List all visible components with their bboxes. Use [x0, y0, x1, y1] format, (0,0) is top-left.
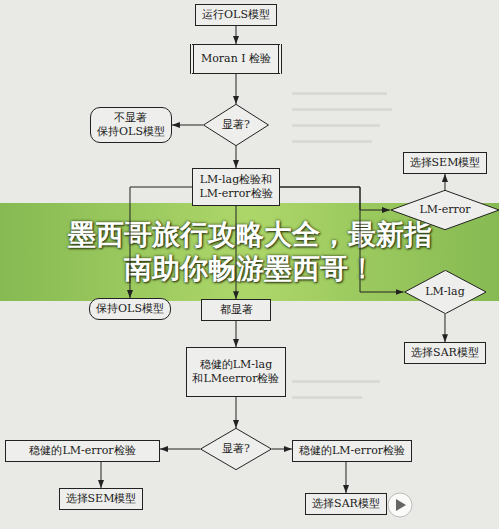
faint-print [292, 124, 380, 127]
flow-arrow [130, 187, 192, 298]
process-box: Moran I 检验 [190, 44, 282, 74]
flow-arrow [172, 125, 203, 126]
faint-print [292, 108, 392, 111]
flow-arrow [345, 462, 346, 493]
node-label: Moran I 检验 [201, 52, 271, 66]
flow-arrow [444, 314, 445, 342]
flow-arrow [236, 206, 237, 299]
diamond-shape [404, 270, 485, 313]
process-box: 选择SEM模型 [403, 152, 488, 174]
node-label: 显著? [222, 442, 250, 456]
node-label: 保持OLS模型 [96, 302, 164, 316]
process-box: 稳健的LM-error检验 [5, 440, 160, 462]
process-box: 选择SAR模型 [305, 493, 387, 515]
flow-arrow [280, 187, 390, 210]
process-box: 选择SEM模型 [59, 488, 144, 510]
diamond-shape [204, 104, 269, 145]
node-label: LM-lag检验和 LM-error检验 [197, 173, 275, 201]
flow-arrow [236, 74, 237, 104]
node-label: 不显著 保持OLS模型 [95, 111, 167, 139]
node-label: 稳健的LM-error检验 [299, 444, 405, 458]
process-box: 选择SAR模型 [404, 342, 486, 364]
flow-arrow [236, 397, 237, 428]
decision-diamond: LM-error [390, 190, 499, 230]
node-label: 选择SEM模型 [66, 492, 137, 506]
diamond-shape [391, 190, 499, 229]
terminal-box: 不显著 保持OLS模型 [90, 107, 172, 143]
faint-print [292, 380, 380, 383]
node-label: 运行OLS模型 [202, 8, 270, 22]
play-icon [388, 493, 412, 517]
decision-diamond: LM-lag [404, 270, 487, 314]
flow-arrow [236, 146, 237, 168]
process-box: 都显著 [201, 299, 271, 321]
node-label: 选择SAR模型 [312, 497, 380, 511]
terminal-box: 保持OLS模型 [89, 298, 171, 320]
faint-print [292, 140, 372, 143]
decision-diamond: 显著? [203, 104, 269, 146]
play-icon-triangle [396, 499, 406, 511]
flow-arrow [236, 321, 237, 347]
process-box: 运行OLS模型 [195, 4, 277, 26]
diamond-shape [201, 428, 272, 469]
faint-print [292, 396, 362, 399]
flow-arrow [101, 462, 102, 488]
process-box: 稳健的LM-lag 和LMeerror检验 [186, 347, 287, 397]
node-label: 稳健的LM-error检验 [29, 444, 135, 458]
faint-print [292, 92, 387, 95]
process-box: LM-lag检验和 LM-error检验 [192, 168, 280, 206]
flow-arrow [280, 187, 404, 292]
flow-arrow [160, 449, 200, 450]
node-label: 稳健的LM-lag 和LMeerror检验 [191, 358, 282, 386]
process-box: 稳健的LM-error检验 [292, 440, 412, 462]
node-label: 显著? [222, 118, 250, 132]
flow-arrow [235, 26, 236, 44]
decision-diamond: 显著? [200, 428, 272, 470]
banner-text: 墨西哥旅行攻略大全，最新指南助你畅游墨西哥！ [64, 218, 436, 286]
node-label: LM-lag [425, 285, 464, 299]
node-label: 选择SAR模型 [411, 346, 479, 360]
node-label: 都显著 [220, 303, 253, 317]
node-label: 选择SEM模型 [410, 156, 481, 170]
flow-arrow [444, 174, 445, 190]
node-label: LM-error [419, 203, 470, 217]
flow-arrow [272, 449, 292, 450]
